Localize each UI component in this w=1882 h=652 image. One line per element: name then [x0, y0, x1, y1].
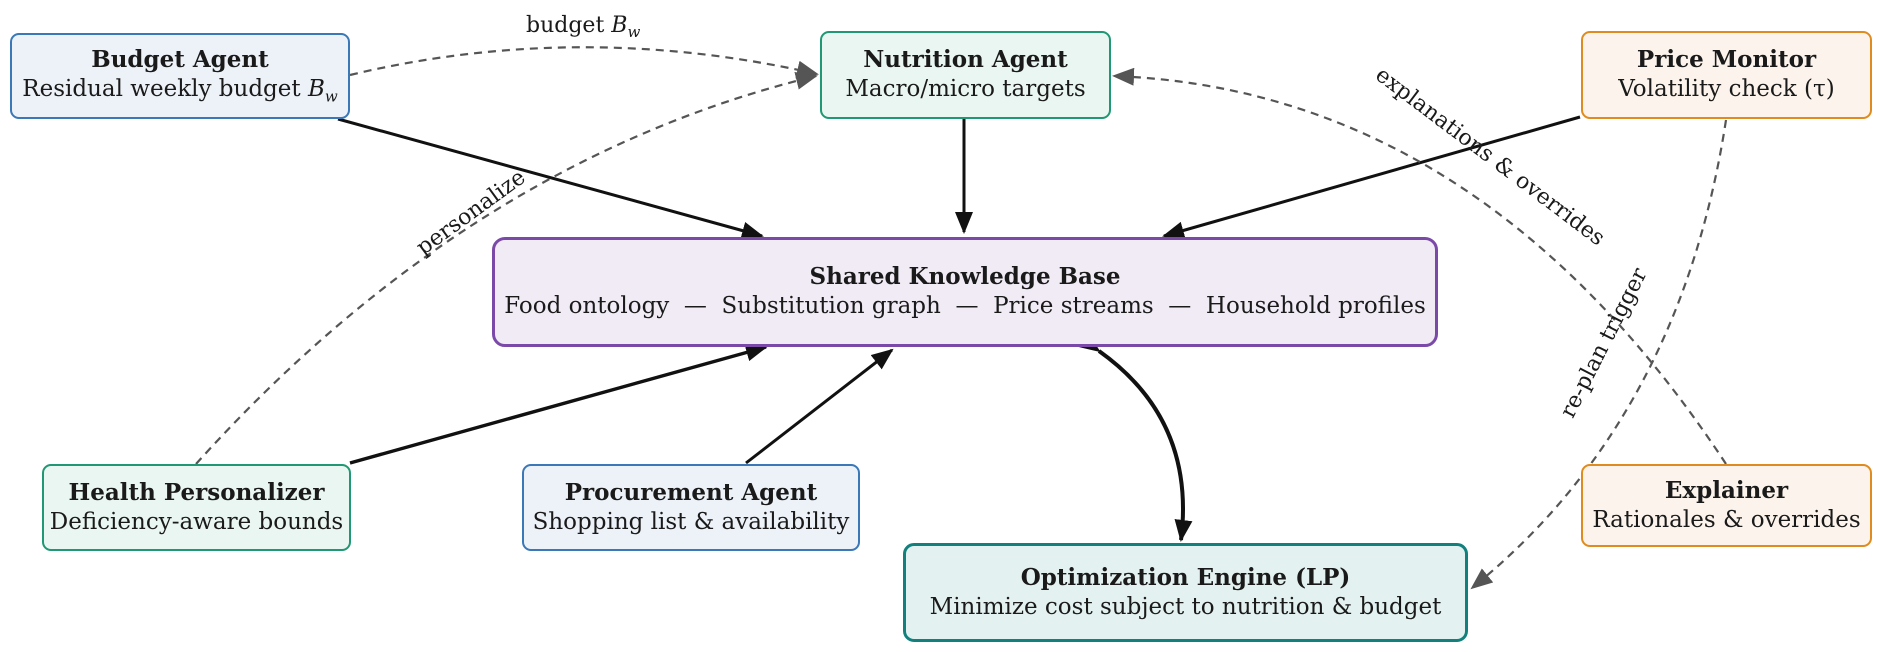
shared-knowledge-base-node: Shared Knowledge Base Food ontology — Su…: [492, 237, 1438, 347]
explainer-subtitle: Rationales & overrides: [1592, 506, 1861, 533]
optimization-engine-subtitle: Minimize cost subject to nutrition & bud…: [929, 593, 1442, 620]
edge-label-explanations: explanations & overrides: [1370, 62, 1609, 251]
procurement-agent-subtitle: Shopping list & availability: [532, 508, 850, 535]
nutrition-agent-title: Nutrition Agent: [863, 46, 1068, 74]
knowledge-base-subtitle: Food ontology — Substitution graph — Pri…: [504, 293, 1426, 319]
health-personalizer-subtitle: Deficiency-aware bounds: [49, 508, 344, 535]
nutrition-agent-subtitle: Macro/micro targets: [845, 76, 1086, 102]
optimization-engine-node: Optimization Engine (LP) Minimize cost s…: [903, 543, 1468, 642]
edge-label-replan: re-plan trigger: [1556, 264, 1653, 422]
price-monitor-title: Price Monitor: [1636, 46, 1817, 74]
procurement-agent-node: Procurement Agent Shopping list & availa…: [522, 464, 860, 551]
health-personalizer-node: Health Personalizer Deficiency-aware bou…: [42, 464, 351, 551]
knowledge-base-title: Shared Knowledge Base: [809, 263, 1121, 291]
edge-health-to-nutrition: [195, 71, 818, 465]
edge-budget-to-nutrition: [349, 46, 819, 79]
explainer-node: Explainer Rationales & overrides: [1581, 464, 1872, 547]
price-monitor-subtitle: Volatility check (τ): [1618, 76, 1835, 102]
edge-explainer-to-nutrition: [1112, 67, 1727, 465]
budget-agent-title: Budget Agent: [91, 46, 269, 73]
edge-health-to-kb: [349, 343, 768, 465]
edge-price-to-optimization: [1470, 119, 1728, 590]
edge-kb-optimization-bidirectional: [1077, 332, 1193, 542]
price-monitor-node: Price Monitor Volatility check (τ): [1581, 31, 1872, 119]
health-personalizer-title: Health Personalizer: [68, 478, 325, 506]
edge-budget-to-kb: [337, 117, 764, 240]
explainer-title: Explainer: [1664, 476, 1789, 504]
budget-agent-subtitle: Residual weekly budget Bw: [22, 75, 338, 106]
edge-procurement-to-kb: [745, 348, 894, 465]
optimization-engine-title: Optimization Engine (LP): [1020, 563, 1351, 591]
edge-label-budget: budget Bw: [526, 13, 640, 41]
edge-price-to-kb: [1162, 115, 1581, 240]
procurement-agent-title: Procurement Agent: [564, 478, 818, 506]
budget-agent-node: Budget Agent Residual weekly budget Bw: [10, 33, 350, 119]
nutrition-agent-node: Nutrition Agent Macro/micro targets: [820, 31, 1111, 119]
